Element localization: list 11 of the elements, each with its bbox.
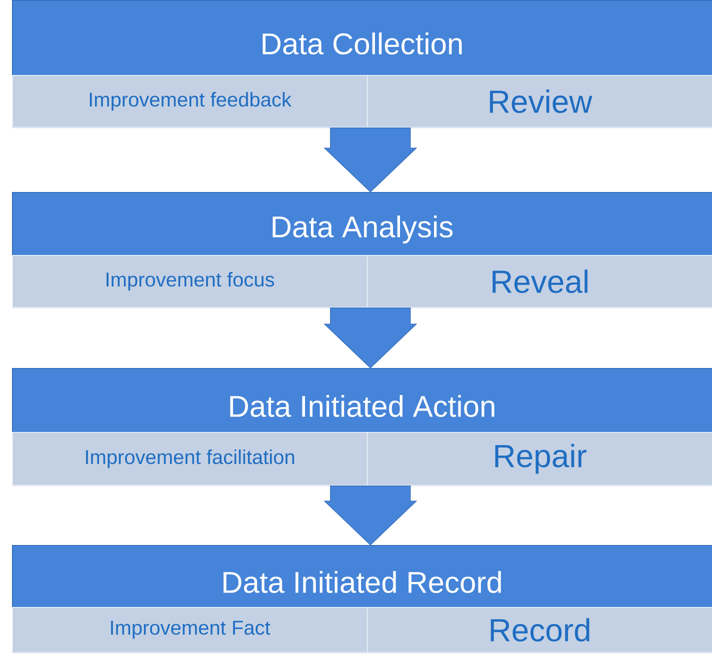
cell: Improvement facilitation <box>12 432 368 486</box>
block-arrow <box>324 486 418 546</box>
block-arrow <box>324 308 418 368</box>
cell: Reveal <box>367 255 712 308</box>
block-arrow <box>324 128 418 192</box>
cell: Repair <box>367 432 712 486</box>
cell: Review <box>367 75 712 128</box>
cell: Record <box>367 607 712 653</box>
cell: Improvement Fact <box>12 607 368 653</box>
cell: Improvement feedback <box>12 75 368 128</box>
cell: Improvement focus <box>12 255 368 308</box>
